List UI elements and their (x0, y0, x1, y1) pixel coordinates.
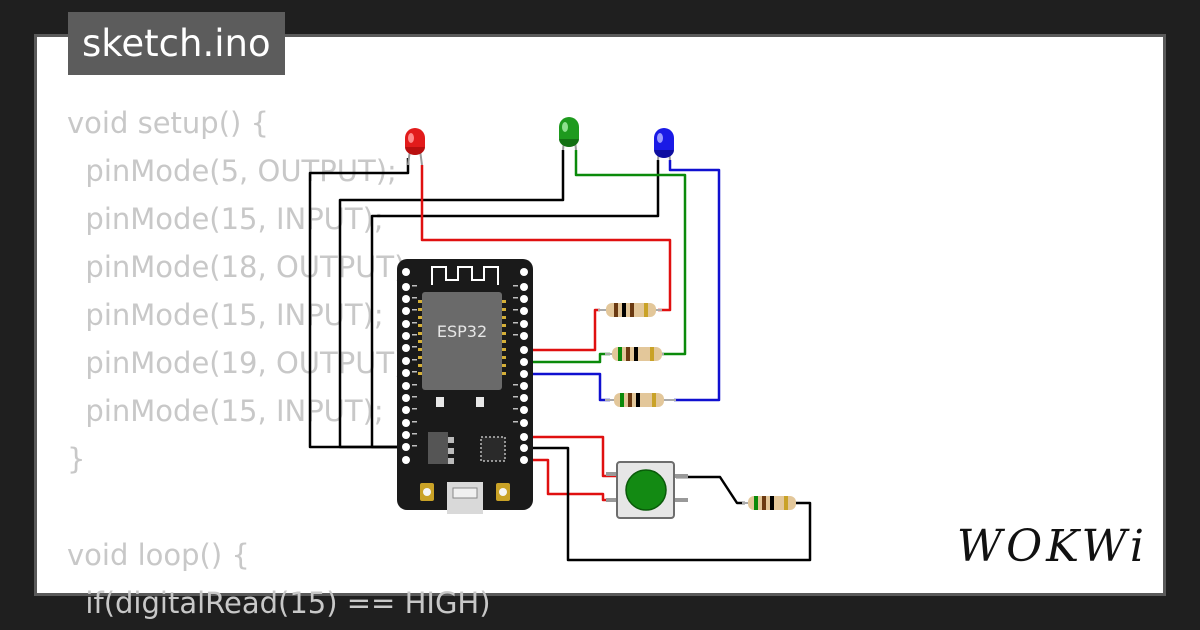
code-line: pinMode(15, INPUT); (67, 394, 384, 428)
wire-red-r1 (524, 308, 600, 352)
wire-black-green-led (338, 150, 565, 449)
wire-blue-led-anode (668, 160, 721, 402)
code-line: pinMode(19, OUTPUT); (67, 346, 416, 380)
resistor-r4[interactable] (742, 496, 796, 510)
led-red[interactable] (405, 128, 425, 166)
wire-black-red-led (308, 158, 410, 449)
wire-black-button-gnd (524, 446, 812, 562)
led-blue[interactable] (654, 128, 674, 161)
led-green[interactable] (559, 117, 579, 151)
code-line: pinMode(15, INPUT); (67, 298, 384, 332)
wire-black-blue-led (370, 160, 660, 449)
wire-red-button-1 (524, 435, 618, 478)
canvas-card: void setup() { pinMode(5, OUTPUT); pinMo… (34, 34, 1166, 620)
code-line: pinMode(15, INPUT); (67, 202, 384, 236)
wire-green-r2 (524, 352, 610, 364)
wire-black-button-r4 (676, 475, 745, 505)
code-line: } (67, 442, 86, 476)
code-line: void loop() { (67, 538, 250, 572)
board-label: ESP32 (437, 322, 487, 341)
code-preview: void setup() { pinMode(5, OUTPUT); pinMo… (67, 99, 491, 627)
wokwi-logo: WOKWi (956, 521, 1148, 572)
resistor-r3[interactable] (605, 393, 676, 407)
pushbutton[interactable] (606, 461, 688, 519)
wires (308, 150, 812, 562)
wire-red-button-2 (524, 458, 618, 502)
code-line: pinMode(18, OUTPUT); (67, 250, 416, 284)
code-line: void setup() { (67, 106, 269, 140)
wire-green-led-anode (574, 150, 687, 356)
resistor-r2[interactable] (605, 347, 664, 361)
resistor-r1[interactable] (598, 303, 662, 317)
wire-blue-r3 (524, 372, 610, 402)
code-line: pinMode(5, OUTPUT); (67, 154, 397, 188)
esp32-board[interactable]: ESP32 (397, 259, 533, 514)
wire-red-led-anode (420, 165, 672, 312)
code-line: if(digitalRead(15) == HIGH) (67, 586, 491, 620)
file-tab[interactable]: sketch.ino (68, 12, 285, 75)
